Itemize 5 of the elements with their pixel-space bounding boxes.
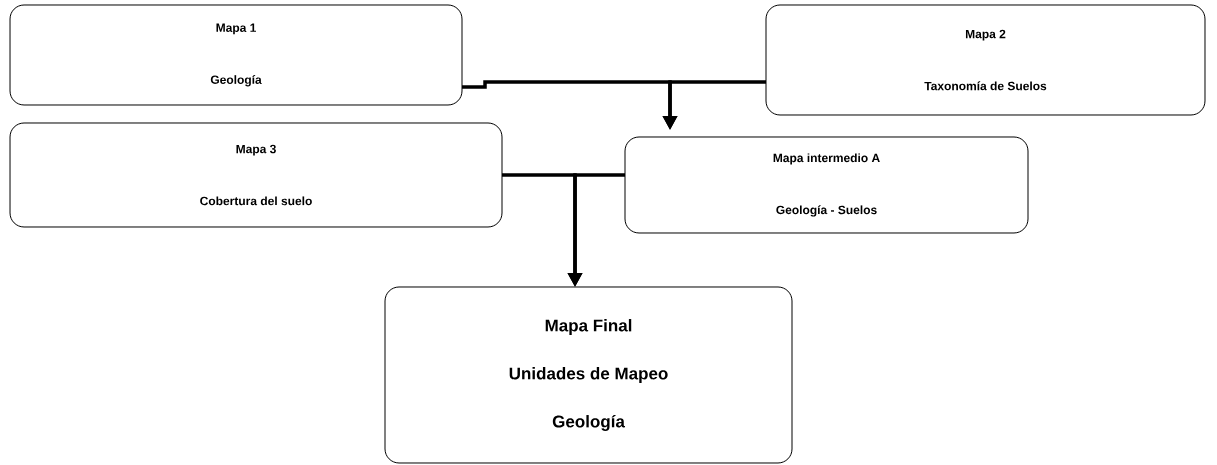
map-box: Mapa 2 Taxonomía de Suelos <box>765 4 1206 116</box>
map-box: Mapa intermedio A Geología - Suelos <box>624 136 1029 234</box>
map-box: Mapa 3 Cobertura del suelo <box>9 122 503 228</box>
map-box: Mapa Final Unidades de Mapeo Geología <box>384 286 793 464</box>
map-box: Mapa 1 Geología <box>9 4 463 106</box>
